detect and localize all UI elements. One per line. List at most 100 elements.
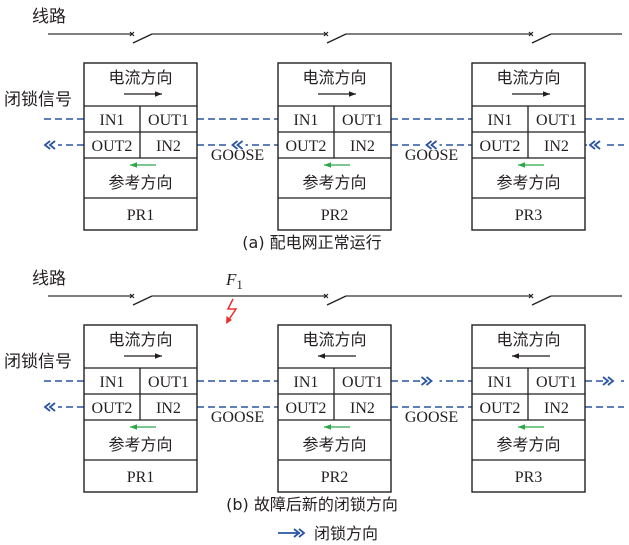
- chevron-stroke: [43, 140, 51, 150]
- relay-name: PR1: [127, 469, 155, 486]
- current-direction-arrow-left-icon: [512, 353, 550, 359]
- relay-name: PR2: [321, 207, 349, 224]
- blocking-signal-label: 闭锁信号: [4, 90, 72, 110]
- breaker-blade: [326, 295, 347, 306]
- breaker-switch-icon: [528, 293, 552, 306]
- breaker-blade: [132, 33, 153, 44]
- reference-direction-label: 参考方向: [496, 173, 560, 192]
- reference-direction-label: 参考方向: [108, 173, 172, 192]
- breaker-x-mark: [528, 31, 534, 37]
- port-in2: IN2: [350, 138, 375, 155]
- reference-direction-arrow-icon: [518, 162, 544, 168]
- port-out2: OUT2: [286, 400, 327, 417]
- breaker-switch-icon: [528, 31, 552, 44]
- breaker-x-mark: [129, 31, 135, 37]
- port-out1: OUT1: [148, 112, 189, 129]
- current-direction-label: 电流方向: [496, 68, 560, 87]
- current-direction-arrow-right-icon: [124, 91, 162, 97]
- port-out1: OUT1: [536, 112, 577, 129]
- chevron-stroke: [425, 376, 433, 386]
- chevron-stroke: [293, 528, 301, 538]
- reference-direction-label: 参考方向: [302, 435, 366, 454]
- port-out1: OUT1: [342, 112, 383, 129]
- chevron-stroke: [298, 528, 306, 538]
- breaker-switch-icon: [323, 293, 347, 306]
- breaker-x-mark: [528, 293, 534, 299]
- legend: 闭锁方向: [278, 524, 378, 543]
- fault-label: F1: [225, 270, 243, 292]
- chevron-stroke: [425, 140, 433, 150]
- port-in1: IN1: [100, 374, 125, 391]
- blocking-signal-label: 闭锁信号: [4, 352, 72, 372]
- lightning-bolt-icon: [226, 298, 238, 322]
- port-out2: OUT2: [480, 400, 521, 417]
- line-label: 线路: [32, 269, 66, 289]
- blocking-left-marker-icon: [588, 140, 601, 150]
- current-direction-label: 电流方向: [108, 330, 172, 349]
- chevron-stroke: [588, 140, 596, 150]
- current-direction-label: 电流方向: [496, 330, 560, 349]
- arrow-head: [130, 162, 137, 168]
- reference-direction-arrow-icon: [130, 424, 156, 430]
- breaker-blade: [132, 295, 153, 306]
- breaker-blade: [531, 33, 552, 44]
- line-label: 线路: [32, 7, 66, 27]
- current-direction-arrow-left-icon: [318, 353, 356, 359]
- current-direction-arrow-right-icon: [124, 353, 162, 359]
- chevron-stroke: [43, 402, 51, 412]
- blocking-left-marker-icon: [231, 140, 244, 150]
- chevron-stroke: [607, 376, 615, 386]
- fault-letter: F: [225, 270, 237, 289]
- port-out2: OUT2: [92, 138, 133, 155]
- panel-caption: (a) 配电网正常运行: [242, 233, 381, 252]
- breaker-switch-icon: [129, 293, 153, 306]
- goose-label: GOOSE: [405, 147, 458, 164]
- breaker-blade: [326, 33, 347, 44]
- blocking-right-marker-icon: [293, 528, 306, 538]
- reference-direction-label: 参考方向: [496, 435, 560, 454]
- breaker-switch-icon: [323, 31, 347, 44]
- port-out2: OUT2: [480, 138, 521, 155]
- port-in2: IN2: [156, 400, 181, 417]
- port-out2: OUT2: [92, 400, 133, 417]
- relay-name: PR1: [127, 207, 155, 224]
- reference-direction-arrow-icon: [130, 162, 156, 168]
- arrow-head: [518, 162, 525, 168]
- breaker-x-mark: [323, 293, 329, 299]
- chevron-stroke: [593, 140, 601, 150]
- arrow-head: [543, 91, 550, 97]
- reference-direction-label: 参考方向: [108, 435, 172, 454]
- port-in1: IN1: [294, 374, 319, 391]
- relay-name: PR3: [515, 469, 543, 486]
- port-in2: IN2: [544, 138, 569, 155]
- relay-name: PR2: [321, 469, 349, 486]
- reference-direction-arrow-icon: [518, 424, 544, 430]
- breaker-x-mark: [323, 31, 329, 37]
- current-direction-label: 电流方向: [108, 68, 172, 87]
- port-in2: IN2: [350, 400, 375, 417]
- goose-label: GOOSE: [405, 409, 458, 426]
- breaker-blade: [531, 295, 552, 306]
- port-out1: OUT1: [148, 374, 189, 391]
- chevron-stroke: [48, 140, 56, 150]
- arrow-head: [130, 424, 137, 430]
- arrow-head: [324, 162, 331, 168]
- fault-subscript: 1: [236, 277, 243, 292]
- fault-marker: F1: [225, 270, 243, 324]
- port-out1: OUT1: [536, 374, 577, 391]
- chevron-stroke: [236, 140, 244, 150]
- goose-label: GOOSE: [211, 147, 264, 164]
- panel-caption: (b) 故障后新的闭锁方向: [226, 495, 398, 514]
- arrow-head: [155, 353, 162, 359]
- reference-direction-arrow-icon: [324, 162, 350, 168]
- reference-direction-arrow-icon: [324, 424, 350, 430]
- chevron-stroke: [420, 376, 428, 386]
- current-direction-arrow-right-icon: [318, 91, 356, 97]
